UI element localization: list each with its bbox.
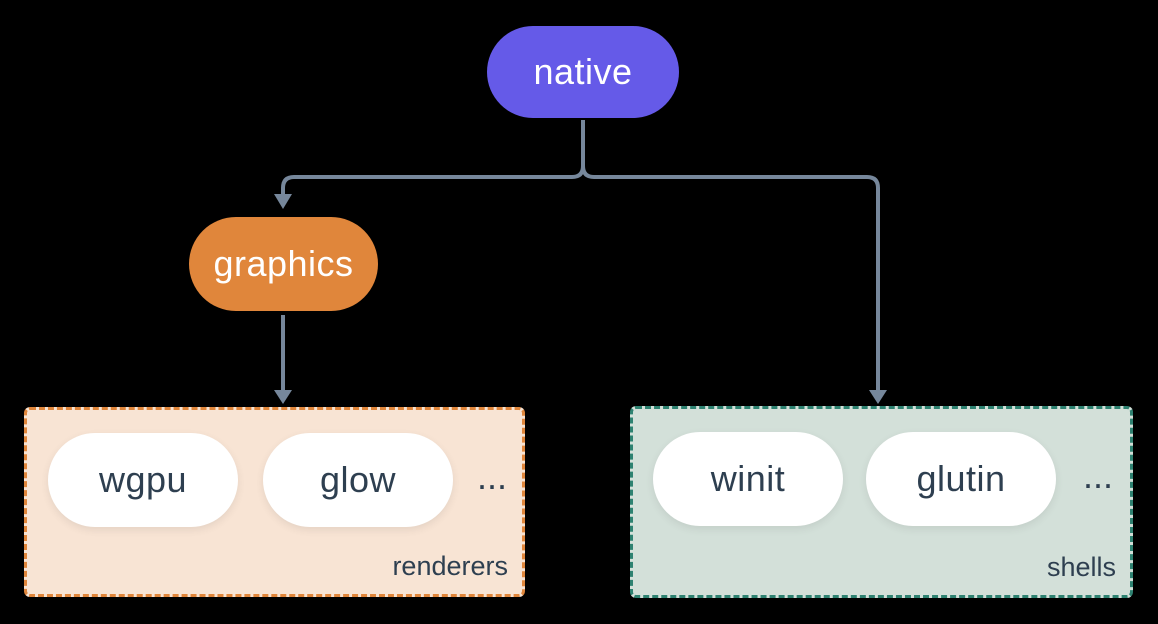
shells-ellipsis: ...: [1082, 455, 1113, 496]
shells-group-label: shells: [1046, 552, 1116, 582]
group-renderers: wgpu glow ... renderers: [24, 407, 525, 597]
renderers-group-label: renderers: [392, 551, 508, 581]
edge-native-to-shells: [581, 120, 880, 391]
renderers-ellipsis: ...: [476, 456, 507, 497]
node-winit: winit: [653, 432, 843, 526]
node-wgpu: wgpu: [48, 433, 238, 527]
node-graphics: graphics: [189, 217, 378, 311]
node-glow: glow: [263, 433, 453, 527]
edge-native-to-graphics: [281, 120, 585, 195]
arrowhead-shells-icon: [869, 390, 887, 404]
node-glutin: glutin: [866, 432, 1056, 526]
group-shells: winit glutin ... shells: [630, 406, 1133, 598]
node-native: native: [487, 26, 679, 118]
arrowhead-renderers-icon: [274, 390, 292, 404]
arrowhead-graphics-icon: [274, 194, 292, 209]
